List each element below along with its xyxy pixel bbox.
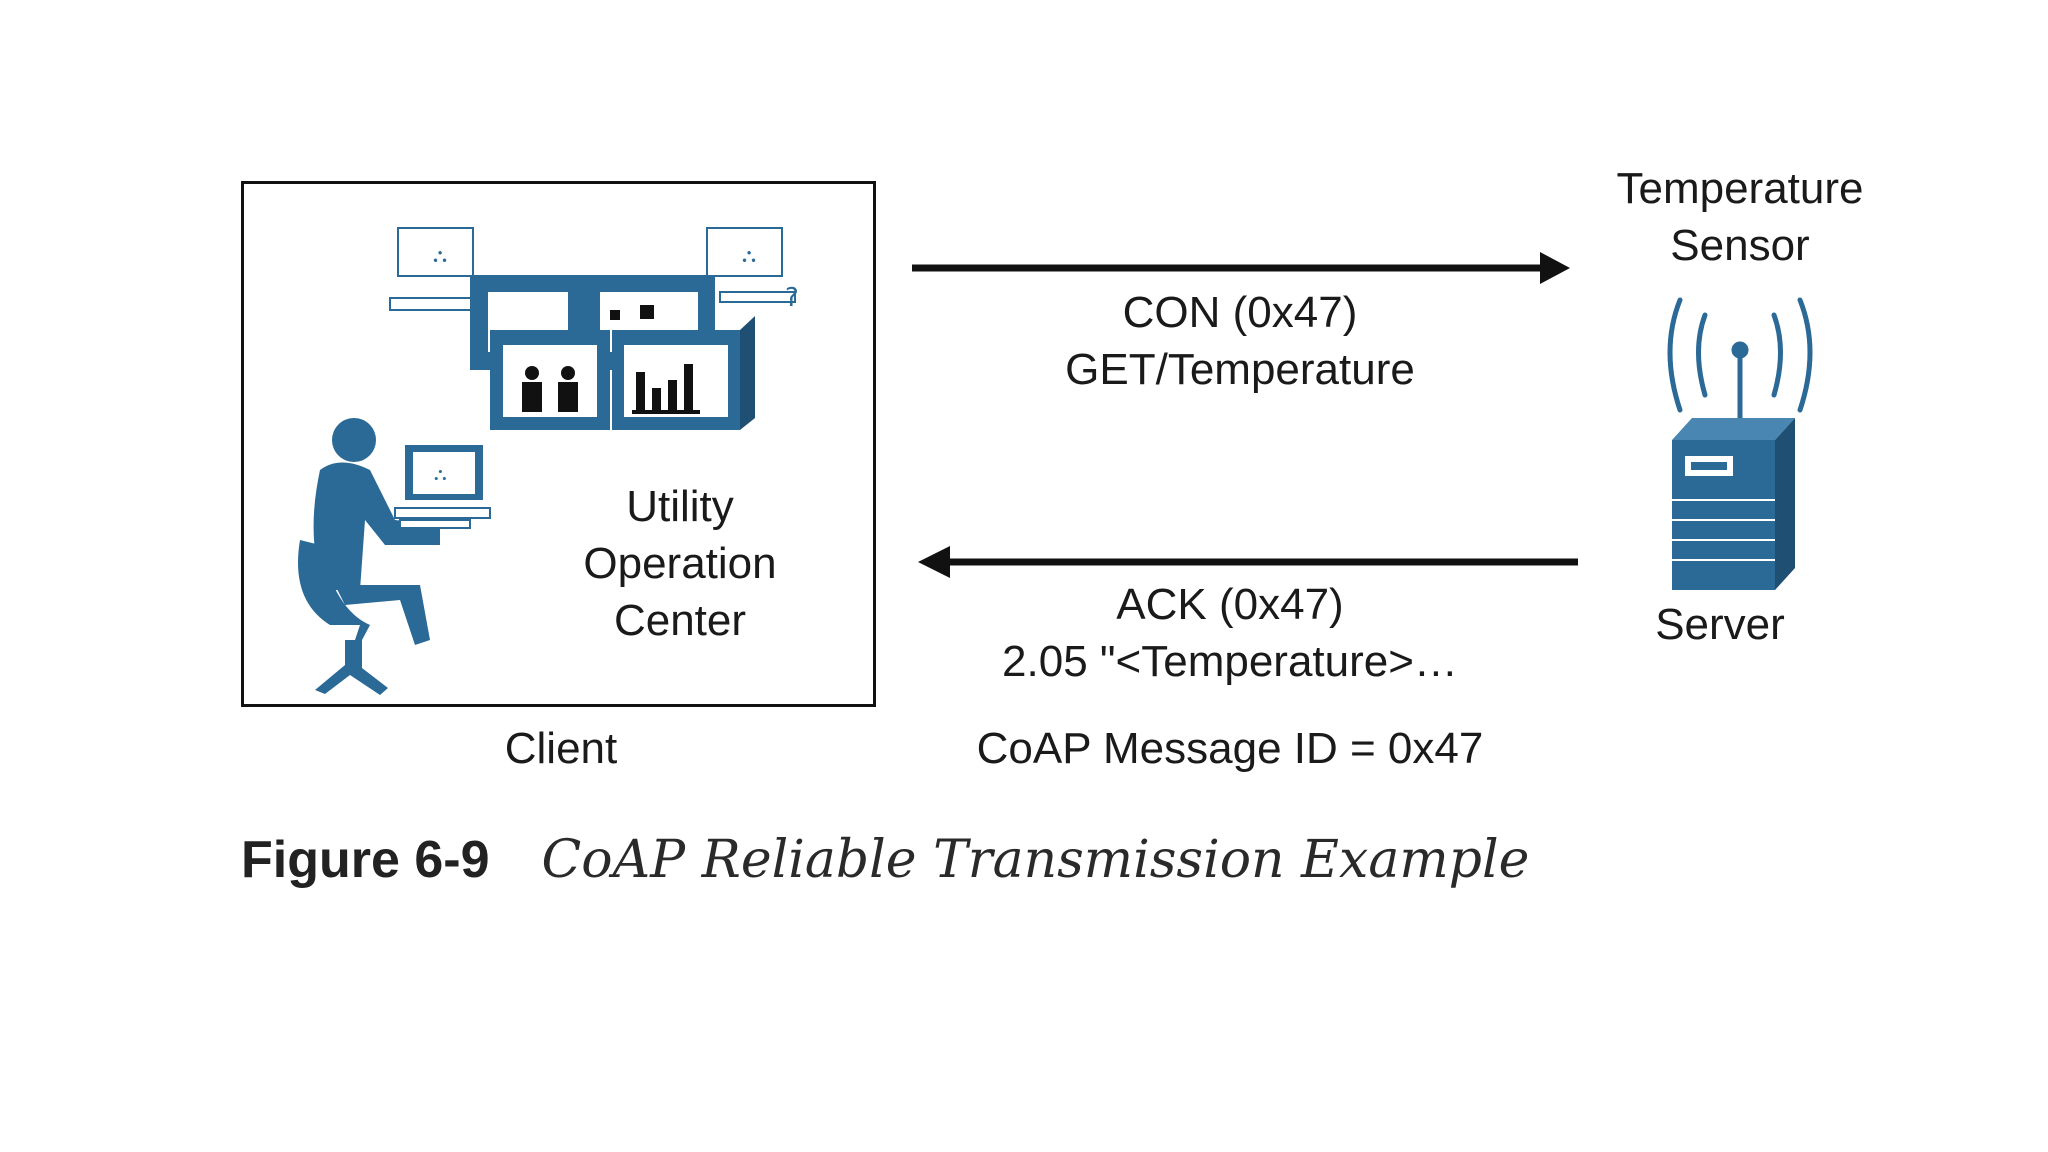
client-box-label-line: Operation <box>583 539 777 589</box>
request-arrow <box>912 252 1570 284</box>
sensor-label-line: Sensor <box>1670 221 1810 271</box>
svg-text:⛬: ⛬ <box>742 243 756 267</box>
request-label-line2: GET/Temperature <box>1065 345 1415 395</box>
message-id-label: CoAP Message ID = 0x47 <box>976 724 1484 773</box>
client-box <box>241 181 876 707</box>
client-box-label-line: Center <box>613 596 747 646</box>
response-arrow <box>918 546 1578 578</box>
client-label: Client <box>504 724 618 773</box>
response-label-line1: ACK (0x47) <box>1116 580 1344 629</box>
svg-text:?: ? <box>785 283 799 313</box>
sensor-label-line: Temperature <box>1616 164 1864 213</box>
response-label: ACK (0x47) 2.05 "<Temperature>… <box>930 576 1530 690</box>
svg-text:⛬: ⛬ <box>433 243 447 267</box>
svg-text:⛬: ⛬ <box>434 464 447 485</box>
server-icon <box>1672 418 1795 590</box>
request-label-line1: CON (0x47) <box>1122 288 1358 337</box>
request-label: CON (0x47) GET/Temperature <box>960 284 1520 398</box>
operator-icon: ⛬ <box>298 418 491 695</box>
figure-caption: Figure 6-9 CoAP Reliable Transmission Exa… <box>241 830 1529 890</box>
client-box-label-line: Utility <box>626 482 734 531</box>
wireless-signal-icon <box>1667 297 1813 423</box>
monitor-wall-icon: ⛬ ⛬ ? <box>389 227 799 430</box>
sensor-label: Temperature Sensor <box>1570 160 1910 274</box>
response-label-line2: 2.05 "<Temperature>… <box>1002 637 1458 687</box>
client-box-label: Utility Operation Center <box>560 478 800 650</box>
figure-number: Figure 6-9 <box>241 831 490 889</box>
figure-title: CoAP Reliable Transmission Example <box>541 830 1530 890</box>
server-label: Server <box>1655 600 1785 649</box>
